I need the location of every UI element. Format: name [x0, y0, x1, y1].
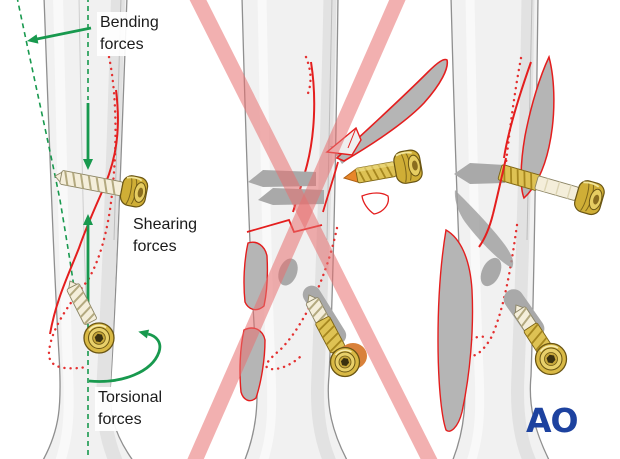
fracture-line-right: [322, 161, 339, 213]
screw-head: [534, 342, 568, 376]
spiral-fragment-right: [520, 54, 555, 200]
lag-screw-oblique: [513, 304, 568, 376]
cortex-flap: [361, 192, 390, 215]
fragment-nub: [480, 257, 502, 287]
ao-logo: AO: [526, 401, 578, 440]
wedge-fragment: [335, 58, 449, 162]
label-shearing-forces: Shearing forces: [130, 214, 201, 258]
bending-force-arrow: [27, 26, 92, 44]
lag-screw-oblique: [66, 280, 115, 354]
fragment-shadow-band: [454, 190, 514, 268]
hex-socket: [340, 358, 350, 366]
screw-head: [393, 149, 423, 184]
fracture-dotted-line: [47, 55, 117, 370]
fracture-line-over-screw: [492, 157, 507, 215]
label-torsional-forces: Torsional forces: [95, 387, 166, 431]
panel-correct-fixation: AO: [437, 0, 605, 459]
torsion-arrow: [88, 329, 162, 383]
loose-screw-lower: [305, 294, 367, 378]
fracture-line: [49, 89, 119, 335]
label-bending-forces: Bending forces: [97, 12, 162, 56]
screw-head: [329, 346, 361, 378]
hex-socket: [94, 333, 104, 343]
fracture-line-lower: [478, 213, 494, 248]
panel-crossed-out: [187, 0, 449, 459]
bent-axis-dashed-line: [16, 0, 78, 311]
drill-channel: [454, 163, 505, 184]
reduced-fragment-left: [437, 228, 474, 432]
shear-arrow-down-head: [83, 159, 93, 170]
fracture-line: [503, 61, 532, 159]
screw-head: [119, 175, 149, 208]
lag-screw-horizontal: [497, 164, 605, 216]
shear-arrow-up-head: [83, 214, 93, 225]
cross-out-x: [187, 0, 438, 459]
lag-screw-horizontal: [54, 170, 149, 208]
loose-screw-upper: [342, 149, 423, 184]
fracture-dotted-line-lower: [265, 226, 339, 371]
screw-head: [83, 322, 115, 354]
hex-socket: [546, 354, 556, 364]
butterfly-fold-line: [347, 127, 357, 149]
screw-head: [574, 180, 605, 216]
